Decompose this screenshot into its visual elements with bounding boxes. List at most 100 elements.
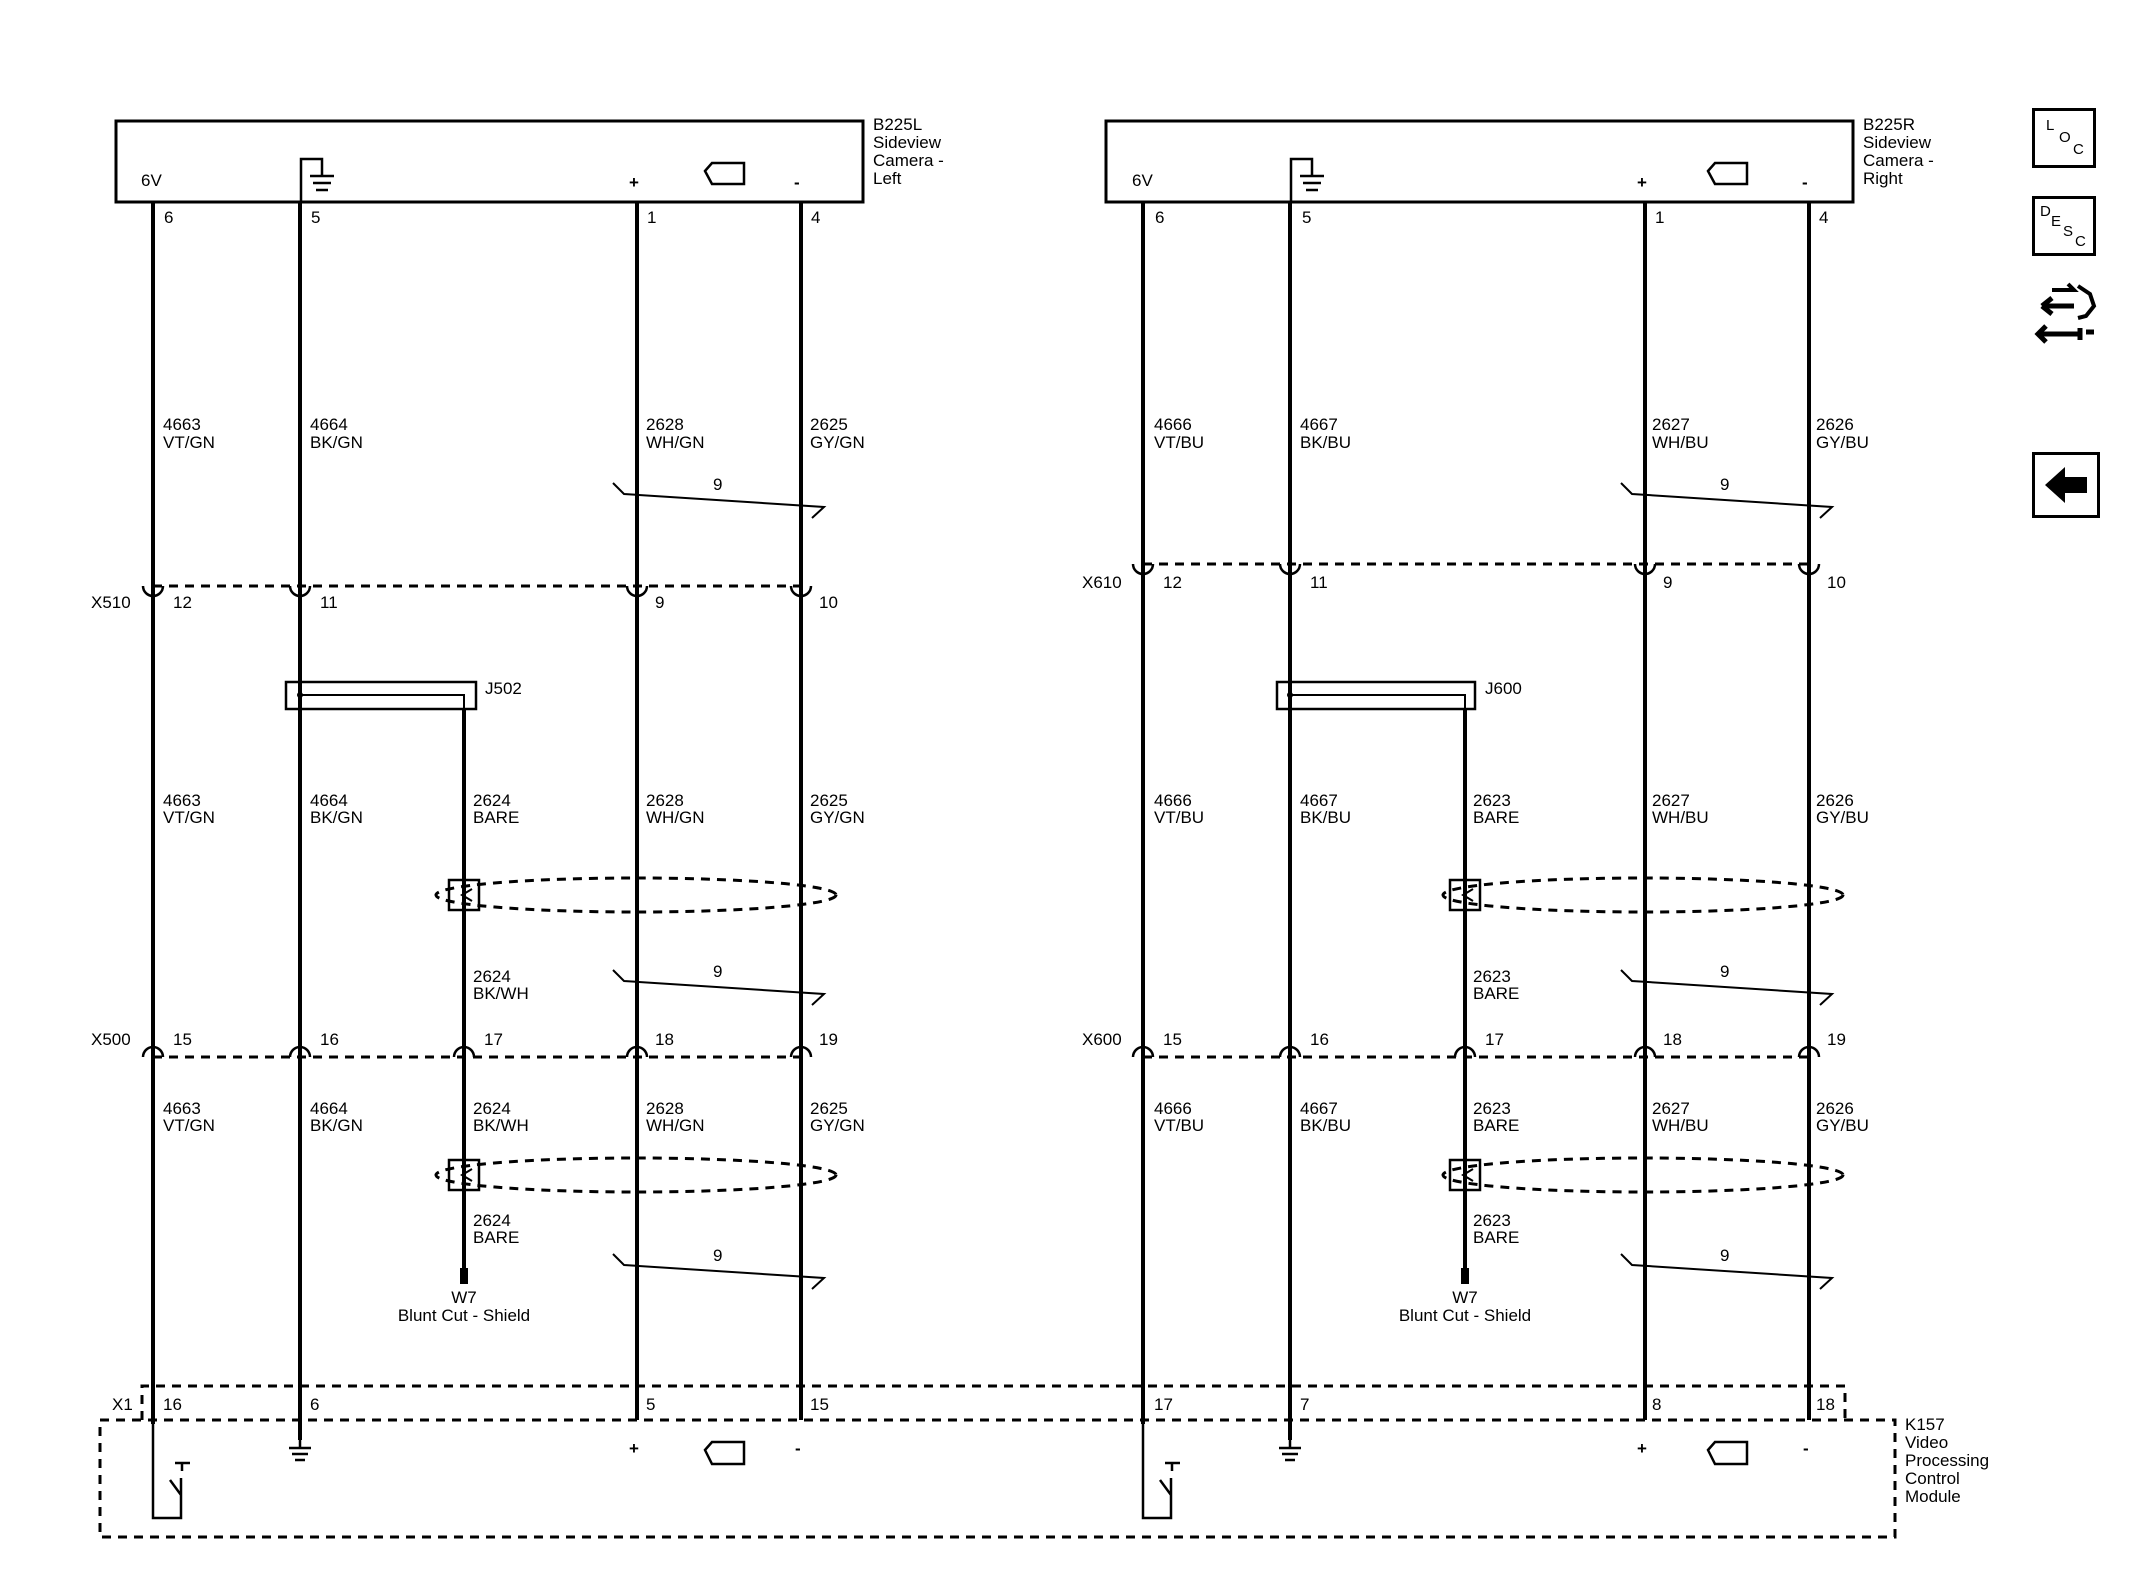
wire-circuit: 2624 bbox=[473, 967, 511, 986]
left-circuit: B225L Sideview Camera - Left 6V + - 6 5 … bbox=[91, 115, 944, 1520]
shield-terminal-arrow bbox=[460, 1168, 473, 1182]
pin-label: 18 bbox=[655, 1030, 674, 1049]
twisted-pair-marker bbox=[1620, 1253, 1835, 1290]
loc-letter-l: L bbox=[2046, 117, 2055, 134]
wire-color: BARE bbox=[1473, 984, 1519, 1003]
splice-id: J502 bbox=[485, 679, 522, 698]
wire-circuit: 2628 bbox=[646, 791, 684, 810]
wire-color: VT/BU bbox=[1154, 433, 1204, 452]
twisted-pair-marker bbox=[612, 1253, 827, 1290]
wire-color: BK/GN bbox=[310, 1116, 363, 1135]
connector-id: X600 bbox=[1082, 1030, 1122, 1049]
wire-circuit: 4667 bbox=[1300, 1099, 1338, 1118]
minus-sign: - bbox=[1803, 1439, 1809, 1458]
blunt-cut-desc: Blunt Cut - Shield bbox=[1399, 1306, 1531, 1325]
shield-terminal-arrow bbox=[1461, 1168, 1474, 1182]
plus-sign: + bbox=[629, 1439, 639, 1458]
description-button[interactable]: D E S C bbox=[2032, 196, 2096, 256]
splice-dot bbox=[297, 692, 303, 698]
wire-circuit: 2625 bbox=[810, 415, 848, 434]
wire-circuit: 4666 bbox=[1154, 1099, 1192, 1118]
wire-color: WH/GN bbox=[646, 808, 705, 827]
pin-label: 18 bbox=[1663, 1030, 1682, 1049]
pin-label: 9 bbox=[1663, 573, 1672, 592]
twist-label: 9 bbox=[713, 962, 722, 981]
wire-color: BK/WH bbox=[473, 984, 529, 1003]
module-id: K157 bbox=[1905, 1415, 1945, 1434]
pin-label: 16 bbox=[163, 1395, 182, 1414]
pin-label: 5 bbox=[311, 208, 320, 227]
camera-right-power-label: 6V bbox=[1132, 171, 1153, 190]
wire-color: BARE bbox=[1473, 1116, 1519, 1135]
camera-left-box bbox=[114, 119, 865, 204]
wire-circuit: 2627 bbox=[1652, 1099, 1690, 1118]
wire-circuit: 2626 bbox=[1816, 1099, 1854, 1118]
pin-label: 15 bbox=[173, 1030, 192, 1049]
twist-label: 9 bbox=[1720, 962, 1729, 981]
pin-label: 1 bbox=[1655, 208, 1664, 227]
switch-icon bbox=[151, 1424, 190, 1520]
back-button[interactable] bbox=[2032, 452, 2100, 518]
pin-label: 6 bbox=[1155, 208, 1164, 227]
pin-label: 15 bbox=[1163, 1030, 1182, 1049]
wire-color: GY/BU bbox=[1816, 808, 1869, 827]
wire-circuit: 2623 bbox=[1473, 1099, 1511, 1118]
twist-label: 9 bbox=[1720, 475, 1729, 494]
twisted-pair-marker bbox=[612, 969, 827, 1006]
wire-color: BK/BU bbox=[1300, 1116, 1351, 1135]
module-line3: Control bbox=[1905, 1469, 1960, 1488]
splice-pack bbox=[1275, 680, 1477, 711]
pin-label: 11 bbox=[1310, 573, 1328, 592]
wire-color: VT/BU bbox=[1154, 1116, 1204, 1135]
ground-icon bbox=[289, 1440, 311, 1462]
camera-icon bbox=[703, 1440, 746, 1466]
twist-label: 9 bbox=[713, 1246, 722, 1265]
shield-ellipse bbox=[434, 876, 838, 914]
switch-icon bbox=[1141, 1424, 1180, 1520]
twist-label: 9 bbox=[713, 475, 722, 494]
pin-label: 4 bbox=[1819, 208, 1828, 227]
location-button[interactable]: L O C bbox=[2032, 108, 2096, 168]
minus-sign: - bbox=[794, 173, 800, 192]
pin-label: 6 bbox=[164, 208, 173, 227]
camera-right-line2: Camera - bbox=[1863, 151, 1934, 170]
connector-id: X510 bbox=[91, 593, 131, 612]
pin-label: 19 bbox=[1827, 1030, 1846, 1049]
pin-label: 5 bbox=[1302, 208, 1311, 227]
wire-color: GY/BU bbox=[1816, 1116, 1869, 1135]
connector-id: X500 bbox=[91, 1030, 131, 1049]
shield-terminal bbox=[1448, 1158, 1482, 1192]
wire-color: VT/BU bbox=[1154, 808, 1204, 827]
wire-circuit: 4666 bbox=[1154, 415, 1192, 434]
shield-ellipse bbox=[1441, 1156, 1845, 1194]
shield-terminal bbox=[447, 1158, 481, 1192]
camera-left-power-label: 6V bbox=[141, 171, 162, 190]
shield-ellipse bbox=[1441, 876, 1845, 914]
wire-circuit: 2627 bbox=[1652, 791, 1690, 810]
wire-circuit: 2623 bbox=[1473, 967, 1511, 986]
right-circuit: B225R Sideview Camera - Right 6V + - 6 5… bbox=[1082, 115, 1934, 1520]
wire-color: GY/GN bbox=[810, 433, 865, 452]
wire-color: WH/GN bbox=[646, 433, 705, 452]
wire-circuit: 2626 bbox=[1816, 791, 1854, 810]
minus-sign: - bbox=[1802, 173, 1808, 192]
wire-circuit: 4663 bbox=[163, 415, 201, 434]
blunt-cut-id: W7 bbox=[451, 1288, 477, 1307]
wire-circuit: 4666 bbox=[1154, 791, 1192, 810]
wire-circuit: 2625 bbox=[810, 791, 848, 810]
pin-label: 4 bbox=[811, 208, 820, 227]
wire-color: BK/WH bbox=[473, 1116, 529, 1135]
pin-label: 8 bbox=[1652, 1395, 1661, 1414]
pin-label: 7 bbox=[1300, 1395, 1309, 1414]
module-line1: Video bbox=[1905, 1433, 1948, 1452]
connector-pin-icon bbox=[1131, 563, 1821, 576]
camera-left-line2: Camera - bbox=[873, 151, 944, 170]
pin-label: 6 bbox=[310, 1395, 319, 1414]
ground-icon bbox=[299, 157, 334, 202]
twisted-pair-marker bbox=[1620, 482, 1835, 519]
pin-label: 15 bbox=[810, 1395, 829, 1414]
connector-tools-icon[interactable] bbox=[2034, 276, 2100, 352]
wire-color: BK/GN bbox=[310, 433, 363, 452]
wire-circuit: 4664 bbox=[310, 1099, 348, 1118]
pin-label: 10 bbox=[819, 593, 838, 612]
